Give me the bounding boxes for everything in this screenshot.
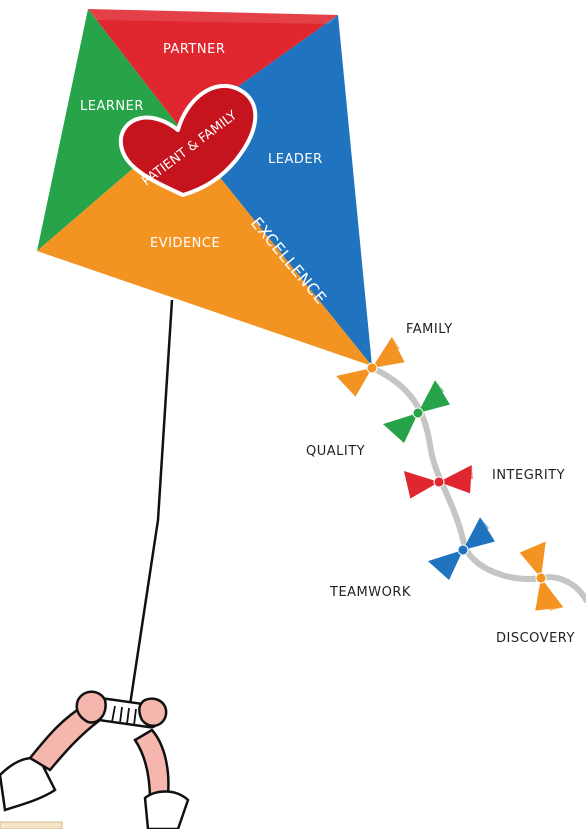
kite-label-leader: LEADER [268,152,323,167]
kite-label-partner: PARTNER [163,42,225,57]
tail-label-quality: QUALITY [306,444,365,459]
hands-holding-spool [0,690,190,829]
kite-section-evidence [37,128,372,366]
bow-integrity [403,465,473,499]
kite-string [128,299,174,706]
tail-label-teamwork: TEAMWORK [329,585,411,600]
kite-label-learner: LEARNER [80,99,144,114]
kite-label-evidence: EVIDENCE [150,236,220,251]
corner-tab [0,821,63,829]
heart-shape [118,83,258,197]
bow-discovery [519,541,564,611]
bow-teamwork [427,517,495,581]
tail-bows [336,337,564,611]
kite-section-partner [88,9,338,128]
bow-family [336,337,405,397]
bow-quality [382,380,450,444]
tail-label-discovery: DISCOVERY [496,631,575,646]
tail-ribbon [369,365,586,603]
kite-section-learner [37,9,180,251]
tail-label-integrity: INTEGRITY [492,468,565,483]
tail-label-family: FAMILY [406,322,453,337]
